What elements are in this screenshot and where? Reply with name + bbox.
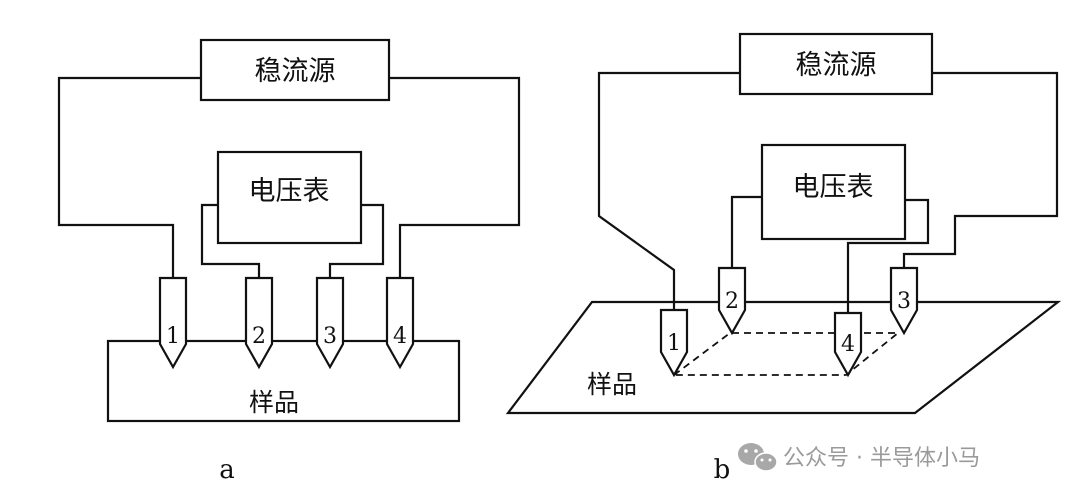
- wire-a-source-probe4: [389, 76, 521, 278]
- probe-number-b-4: 4: [841, 332, 855, 357]
- probe-number-a-1: 1: [166, 324, 180, 349]
- voltmeter-label-a: 电压表: [249, 176, 330, 207]
- probe-b-4: [833, 311, 863, 378]
- probe-number-b-3: 3: [897, 289, 911, 314]
- watermark-text: 公众号 · 半导体小马: [783, 446, 980, 471]
- probe-b-3: [889, 266, 919, 336]
- probe-number-a-4: 4: [393, 324, 407, 349]
- wire-b-source-probe3: [902, 71, 1059, 268]
- sample-label-b: 样品: [587, 370, 637, 399]
- current-source-label-a: 稳流源: [255, 56, 336, 87]
- wire-a-source-probe1: [57, 76, 201, 278]
- probe-number-b-1: 1: [667, 331, 681, 356]
- probe-b-2: [717, 266, 747, 336]
- current-source-box-b: [738, 32, 934, 96]
- probe-square-b: [673, 332, 901, 376]
- probe-a-1: [158, 276, 188, 370]
- voltmeter-label-b: 电压表: [793, 172, 874, 203]
- wechat-icon: [738, 443, 778, 472]
- probe-number-b-2: 2: [725, 289, 739, 314]
- current-source-box-a: [199, 38, 391, 102]
- diagram-b: [505, 32, 1062, 415]
- sample-block-a: [106, 339, 461, 423]
- probe-number-a-3: 3: [323, 324, 337, 349]
- diagram-a: [57, 38, 521, 423]
- wire-b-meter-probe2: [730, 195, 762, 268]
- caption-b: b: [714, 455, 731, 485]
- wire-a-meter-probe2: [200, 203, 261, 278]
- probe-number-a-2: 2: [252, 324, 266, 349]
- caption-a: a: [219, 455, 235, 485]
- probe-a-3: [315, 276, 345, 370]
- wire-a-meter-probe3: [328, 203, 385, 278]
- watermark: 公众号 · 半导体小马: [738, 443, 980, 472]
- current-source-label-b: 稳流源: [796, 50, 877, 81]
- wire-b-source-probe1: [597, 71, 740, 310]
- sample-label-a: 样品: [249, 388, 299, 417]
- probe-b-1: [659, 308, 689, 378]
- voltmeter-box-b: [760, 143, 907, 241]
- probe-a-4: [385, 276, 415, 370]
- wire-b-meter-probe4: [846, 198, 930, 313]
- probe-a-2: [244, 276, 274, 370]
- voltmeter-box-a: [216, 150, 363, 245]
